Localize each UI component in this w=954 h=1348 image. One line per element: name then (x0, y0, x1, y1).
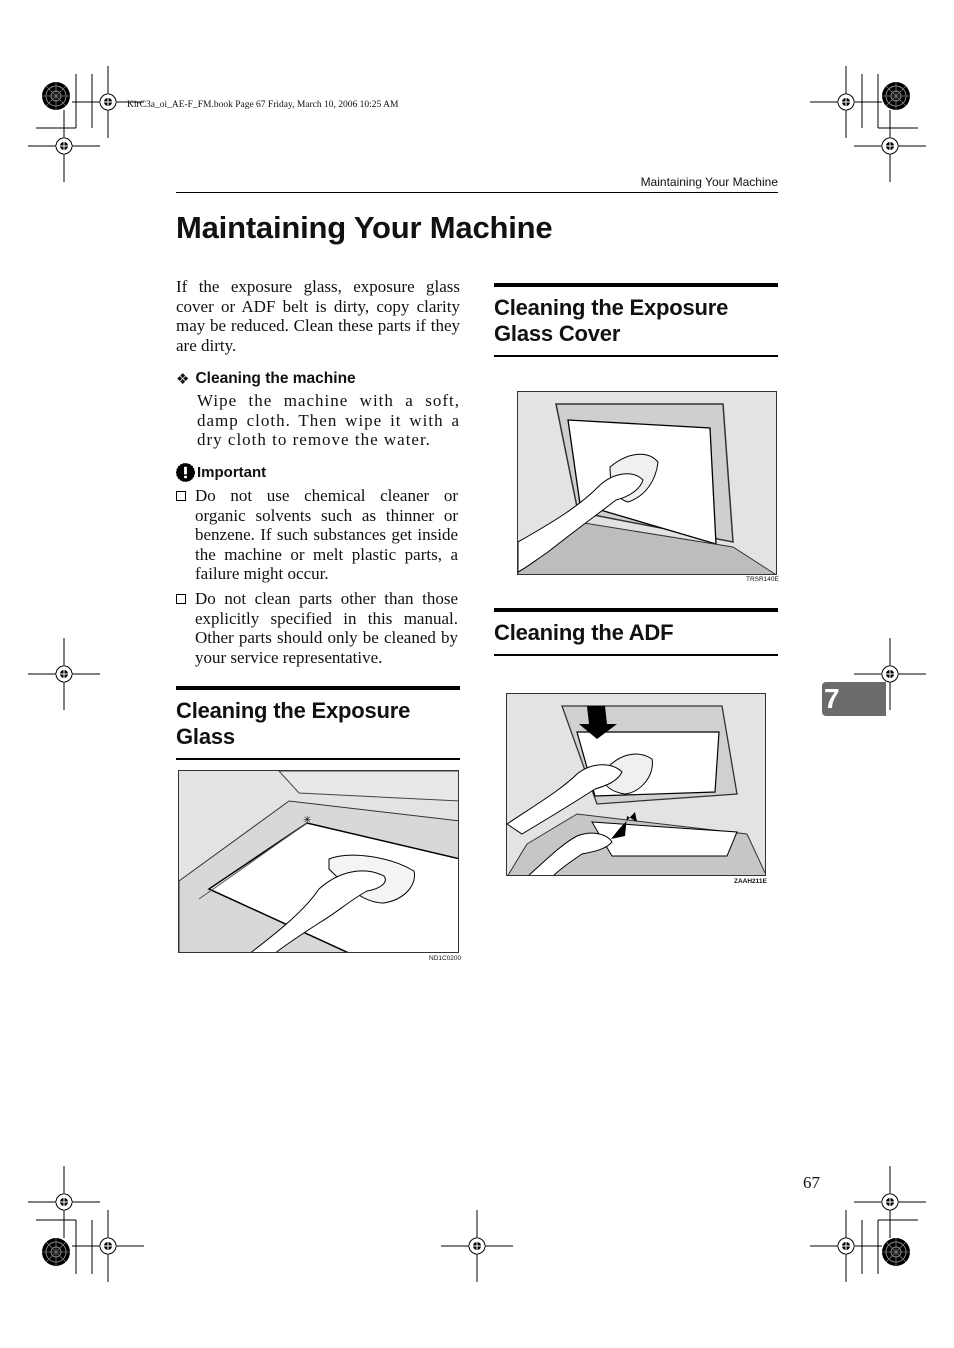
diamond-bullet-icon: ❖ (176, 371, 190, 388)
important-item-1-text: Do not use chemical cleaner or organic s… (195, 486, 458, 584)
page-title: Maintaining Your Machine (176, 210, 553, 245)
cleaning-machine-heading-text: Cleaning the machine (195, 370, 356, 387)
glass-cover-illustration (517, 391, 777, 575)
exposure-glass-illustration: ✳ (178, 770, 459, 953)
chapter-tab: 7 (822, 682, 886, 716)
figure-code-glass-cover: TRSR140E (746, 576, 779, 583)
important-icon (176, 463, 195, 482)
checkbox-bullet-icon (176, 491, 186, 501)
adf-illustration (506, 693, 766, 876)
important-item-2: Do not clean parts other than those expl… (176, 589, 460, 667)
important-item-1: Do not use chemical cleaner or organic s… (176, 486, 460, 584)
section-heading-adf: Cleaning the ADF (494, 608, 778, 656)
section-heading-glass-cover: Cleaning the Exposure Glass Cover (494, 283, 778, 357)
checkbox-bullet-icon (176, 594, 186, 604)
figure-code-adf: ZAAH211E (734, 878, 767, 885)
running-head: Maintaining Your Machine (640, 175, 778, 189)
exposure-glass-drawing: ✳ (179, 771, 458, 952)
figure-code-exposure-glass: ND1C0200 (429, 955, 462, 962)
cleaning-machine-text: Wipe the machine with a soft, damp cloth… (197, 391, 460, 450)
header-rule (176, 192, 778, 193)
file-info: KirC3a_oi_AE-F_FM.book Page 67 Friday, M… (127, 100, 399, 110)
section-heading-exposure-glass: Cleaning the Exposure Glass (176, 686, 460, 760)
important-item-2-text: Do not clean parts other than those expl… (195, 589, 458, 667)
adf-drawing (507, 705, 765, 875)
svg-text:✳: ✳ (303, 815, 311, 826)
page-number: 67 (803, 1173, 820, 1192)
important-heading: Important (176, 463, 266, 482)
glass-cover-drawing (518, 403, 776, 574)
important-label: Important (197, 464, 267, 481)
cleaning-machine-heading: ❖ Cleaning the machine (176, 370, 356, 388)
intro-paragraph: If the exposure glass, exposure glass co… (176, 277, 460, 355)
